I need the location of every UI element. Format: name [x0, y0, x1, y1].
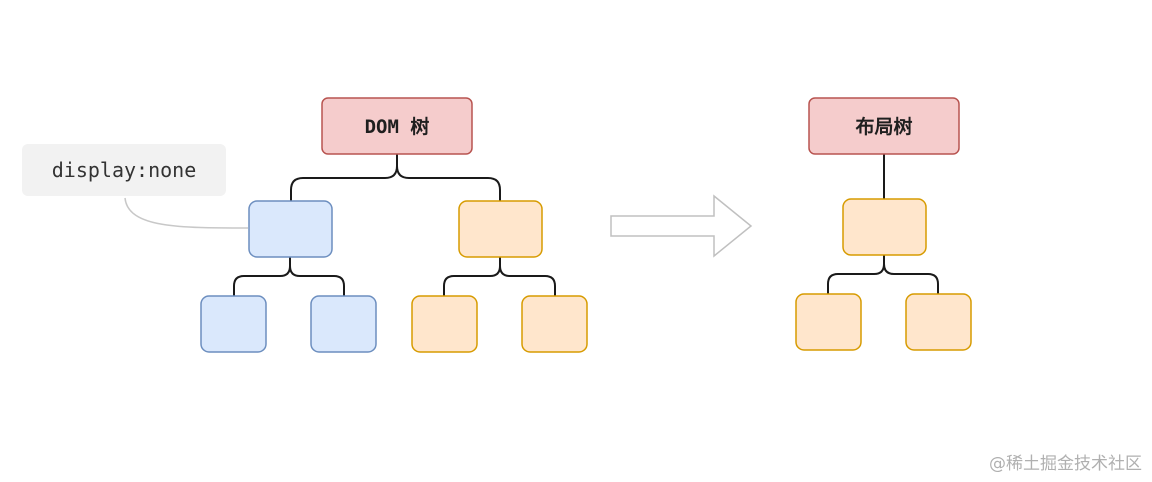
dom-visible-node	[458, 200, 543, 258]
layout-grandchild-node	[795, 293, 862, 351]
layout-child-node	[842, 198, 927, 256]
dom-visible-child-node	[411, 295, 478, 353]
layout-grandchild-node	[905, 293, 972, 351]
transform-arrow	[610, 194, 753, 258]
layout-tree-connectors	[827, 154, 939, 294]
dom-hidden-child-node	[310, 295, 377, 353]
dom-hidden-node	[248, 200, 333, 258]
dom-visible-child-node	[521, 295, 588, 353]
display-none-pointer-line	[124, 197, 249, 229]
layout-subtree-connector	[827, 255, 939, 294]
dom-root-label: DOM 树	[365, 115, 430, 138]
layout-root-node: 布局树	[808, 97, 960, 155]
display-none-code-tag: display:none	[22, 144, 226, 196]
dom-hidden-child-node	[200, 295, 267, 353]
dom-left-subtree-connector	[233, 257, 345, 296]
dom-root-node: DOM 树	[321, 97, 473, 155]
watermark: @稀土掘金技术社区	[989, 454, 1142, 474]
layout-root-label: 布局树	[855, 115, 912, 138]
dom-tree-connectors	[233, 154, 556, 296]
dom-right-subtree-connector	[443, 257, 556, 296]
dom-root-to-children-connector	[290, 154, 501, 201]
